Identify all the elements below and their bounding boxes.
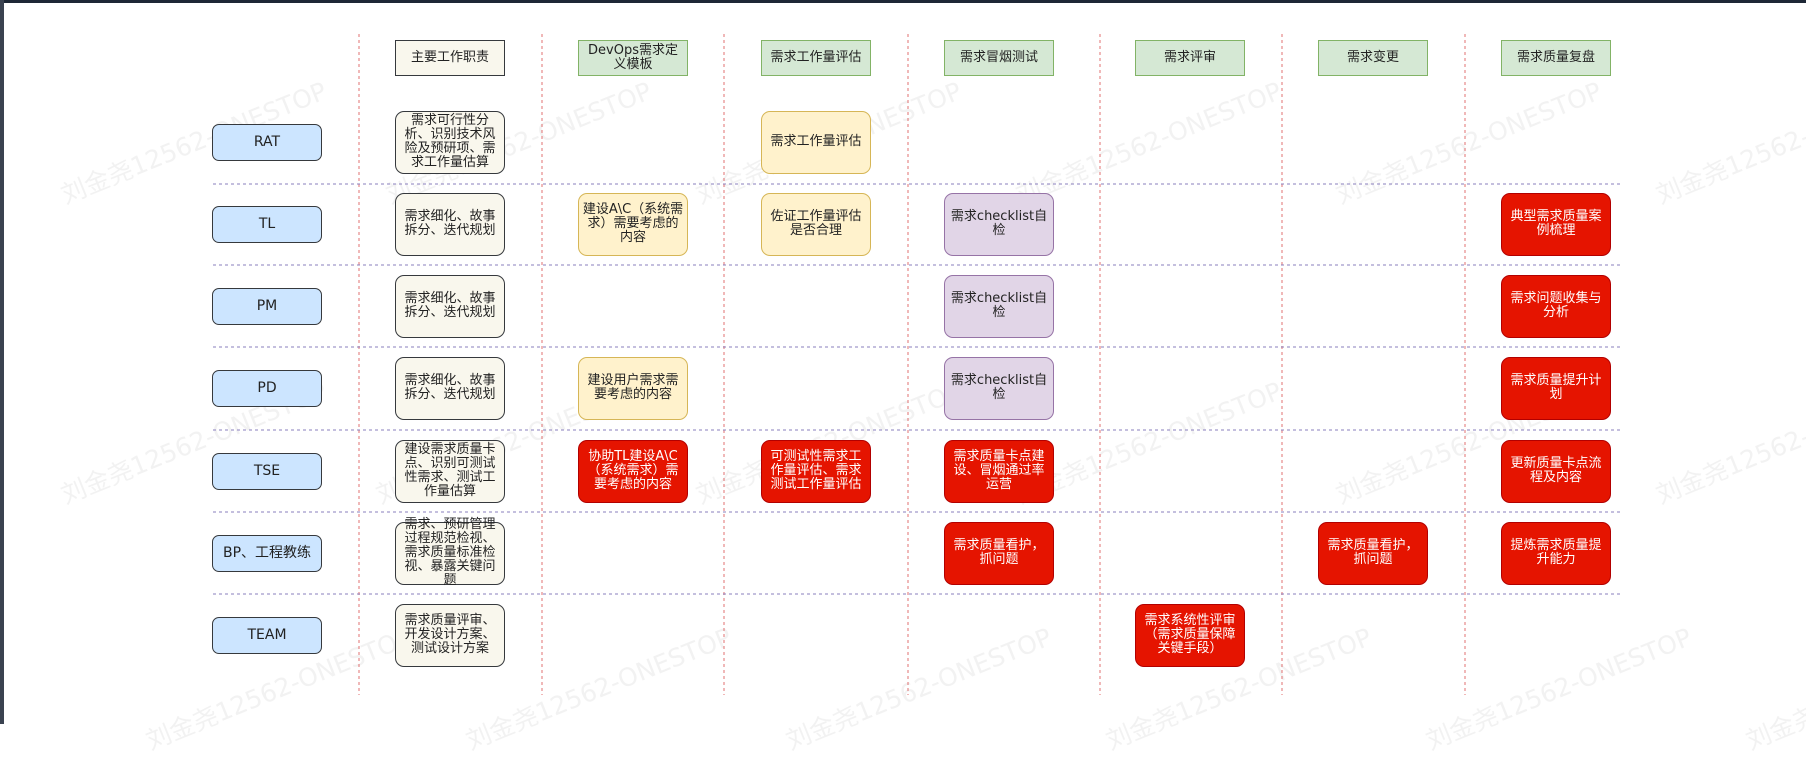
column-header: 需求质量复盘	[1501, 40, 1611, 76]
activity-box: 佐证工作量评估是否合理	[761, 192, 871, 256]
activity-box: 需求质量看护，抓问题	[944, 521, 1054, 585]
role-label: TL	[212, 205, 322, 243]
window-left-border	[0, 0, 4, 724]
role-label: RAT	[212, 123, 322, 161]
role-label: PM	[212, 287, 322, 325]
column-header: 需求变更	[1318, 40, 1428, 76]
activity-box: 需求checklist自检	[944, 192, 1054, 256]
activity-box: 建设A\C（系统需求）需要考虑的内容	[578, 192, 688, 256]
activity-box: 需求checklist自检	[944, 356, 1054, 420]
activity-box: 提炼需求质量提升能力	[1501, 521, 1611, 585]
activity-box: 需求问题收集与分析	[1501, 274, 1611, 338]
column-header: 主要工作职责	[395, 40, 505, 76]
role-label: PD	[212, 369, 322, 407]
activity-box: 需求工作量评估	[761, 110, 871, 174]
activity-box: 可测试性需求工作量评估、需求测试工作量评估	[761, 439, 871, 503]
activity-box: 需求系统性评审（需求质量保障关键手段）	[1135, 603, 1245, 667]
role-label: TEAM	[212, 616, 322, 654]
duty-box: 需求、预研管理过程规范检视、需求质量标准检视、暴露关键问题	[395, 518, 505, 588]
duty-box: 建设需求质量卡点、识别可测试性需求、测试工作量估算	[395, 439, 505, 503]
column-header: 需求工作量评估	[761, 40, 871, 76]
grid-lines	[213, 34, 1620, 695]
column-header: 需求评审	[1135, 40, 1245, 76]
activity-box: 协助TL建设A\C（系统需求）需要考虑的内容	[578, 439, 688, 503]
window-top-bar	[0, 0, 1806, 3]
activity-box: 需求质量卡点建设、冒烟通过率运营	[944, 439, 1054, 503]
column-header: 需求冒烟测试	[944, 40, 1054, 76]
duty-box: 需求可行性分析、识别技术风险及预研项、需求工作量估算	[395, 110, 505, 174]
duty-box: 需求细化、故事拆分、迭代规划	[395, 192, 505, 256]
activity-box: 建设用户需求需要考虑的内容	[578, 356, 688, 420]
duty-box: 需求质量评审、开发设计方案、测试设计方案	[395, 603, 505, 667]
activity-box: 需求质量提升计划	[1501, 356, 1611, 420]
activity-box: 需求checklist自检	[944, 274, 1054, 338]
duty-box: 需求细化、故事拆分、迭代规划	[395, 356, 505, 420]
activity-box: 典型需求质量案例梳理	[1501, 192, 1611, 256]
activity-box: 需求质量看护，抓问题	[1318, 521, 1428, 585]
column-header: DevOps需求定义模板	[578, 40, 688, 76]
role-label: TSE	[212, 452, 322, 490]
role-label: BP、工程教练	[212, 534, 322, 572]
duty-box: 需求细化、故事拆分、迭代规划	[395, 274, 505, 338]
activity-box: 更新质量卡点流程及内容	[1501, 439, 1611, 503]
